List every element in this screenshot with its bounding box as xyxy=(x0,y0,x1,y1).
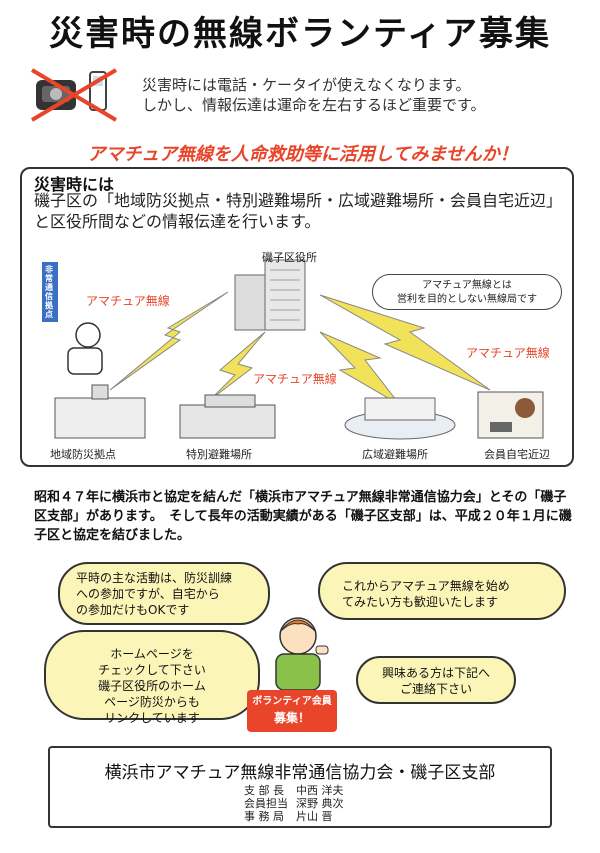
callout-line-1: アマチュア無線とは xyxy=(422,280,512,291)
emergency-sign xyxy=(42,262,58,322)
welcome-line-2: てみたい方も歓迎いたします xyxy=(342,595,499,609)
homepage-bubble: ホームページを チェックして下さい 磯子区役所のホーム ページ防災からも リンク… xyxy=(44,630,260,725)
amateur-radio-callout: アマチュア無線とは 営利を目的としない無線局です xyxy=(372,274,562,310)
slogan: アマチュア無線を人命救助等に活用してみませんか！ xyxy=(87,144,518,165)
homepage-line-2: チェックして下さい xyxy=(98,663,206,677)
special-shelter-building xyxy=(179,394,276,439)
staff-row: 支 部 長中西 洋夫 xyxy=(244,784,352,797)
staff-role: 支 部 長 xyxy=(244,784,284,797)
homepage-line-1: ホームページを xyxy=(110,647,194,661)
place-local-base: 地域防災拠点 xyxy=(50,448,116,461)
disaster-box xyxy=(20,167,574,467)
staff-role: 事 務 局 xyxy=(244,810,284,823)
place-special-shelter: 特別避難場所 xyxy=(186,448,252,461)
staff-row: 会員担当深野 典次 xyxy=(244,797,352,810)
lightning-bolt-4 xyxy=(319,294,491,391)
lightning-bolt-1 xyxy=(109,291,229,391)
disaster-heading: 災害時には xyxy=(34,175,115,194)
radio-label-2: アマチュア無線 xyxy=(253,372,337,386)
place-member-home: 会員自宅近辺 xyxy=(484,448,550,461)
staff-role: 会員担当 xyxy=(244,797,288,810)
staff-row: 事 務 局片山 晋 xyxy=(244,810,352,823)
radio-label-3: アマチュア無線 xyxy=(466,346,550,360)
crossed-phone-icon xyxy=(30,68,118,122)
badge-line-2: 募集！ xyxy=(273,711,310,725)
lead-line-2: しかし、情報伝達は運命を左右するほど重要です。 xyxy=(142,96,486,114)
emergency-sign-text: 非常通信拠点 xyxy=(45,265,53,319)
activity-line-1: 平時の主な活動は、防災訓練 xyxy=(76,571,233,585)
history-paragraph: 昭和４７年に横浜市と協定を結んだ「横浜市アマチュア無線非常通信協力会」とその「磯… xyxy=(34,490,572,543)
activity-line-3: の参加だけもOKです xyxy=(76,603,190,617)
contact-bubble: 興味ある方は下記へ ご連絡下さい xyxy=(356,656,516,704)
place-wide-area-shelter: 広域避難場所 xyxy=(362,448,428,461)
welcome-line-1: これからアマチュア無線を始め xyxy=(342,579,510,593)
staff-name: 中西 洋夫 xyxy=(296,784,344,797)
volunteer-badge: ボランティア会員 募集！ xyxy=(247,690,337,732)
page-title: 災害時の無線ボランティア募集 xyxy=(49,14,551,54)
wide-area-shelter-illustration xyxy=(344,397,456,440)
staff-name: 片山 晋 xyxy=(296,810,333,823)
contact-line-1: 興味ある方は下記へ xyxy=(381,666,490,680)
radio-network-diagram xyxy=(42,259,544,440)
disaster-text: 磯子区の「地域防災拠点・特別避難場所・広域避難場所・会員自宅近辺」と区役所間など… xyxy=(34,191,563,231)
member-home-illustration xyxy=(477,391,544,439)
staff-list: 支 部 長中西 洋夫 会員担当深野 典次 事 務 局片山 晋 xyxy=(244,784,352,823)
activity-line-2: への参加ですが、自宅から xyxy=(76,587,220,601)
lead-text: 災害時には電話・ケータイが使えなくなります。 しかし、情報伝達は運命を左右するほ… xyxy=(142,75,486,115)
lightning-bolt-2 xyxy=(209,331,266,401)
radio-operator-illustration xyxy=(67,322,103,375)
badge-line-1: ボランティア会員 xyxy=(252,696,332,707)
radio-label-1: アマチュア無線 xyxy=(86,294,170,308)
lead-line-1: 災害時には電話・ケータイが使えなくなります。 xyxy=(142,76,471,94)
staff-name: 深野 典次 xyxy=(296,797,344,810)
contact-line-2: ご連絡下さい xyxy=(399,682,472,696)
ward-office-building xyxy=(234,259,306,331)
homepage-line-5: リンクしています xyxy=(104,711,200,725)
welcome-bubble: これからアマチュア無線を始め てみたい方も歓迎いたします xyxy=(318,562,566,620)
activity-bubble: 平時の主な活動は、防災訓練 への参加ですが、自宅から の参加だけもOKです xyxy=(58,562,270,625)
homepage-line-3: 磯子区役所のホーム xyxy=(98,679,206,693)
mascot-character xyxy=(275,617,329,691)
local-disaster-base-building xyxy=(54,384,146,439)
callout-line-2: 営利を目的としない無線局です xyxy=(397,294,537,305)
organization-scroll xyxy=(48,746,552,828)
homepage-line-4: ページ防災からも xyxy=(104,695,200,709)
ward-office-label: 磯子区役所 xyxy=(262,251,317,264)
organization-name: 横浜市アマチュア無線非常通信協力会・磯子区支部 xyxy=(104,763,496,783)
